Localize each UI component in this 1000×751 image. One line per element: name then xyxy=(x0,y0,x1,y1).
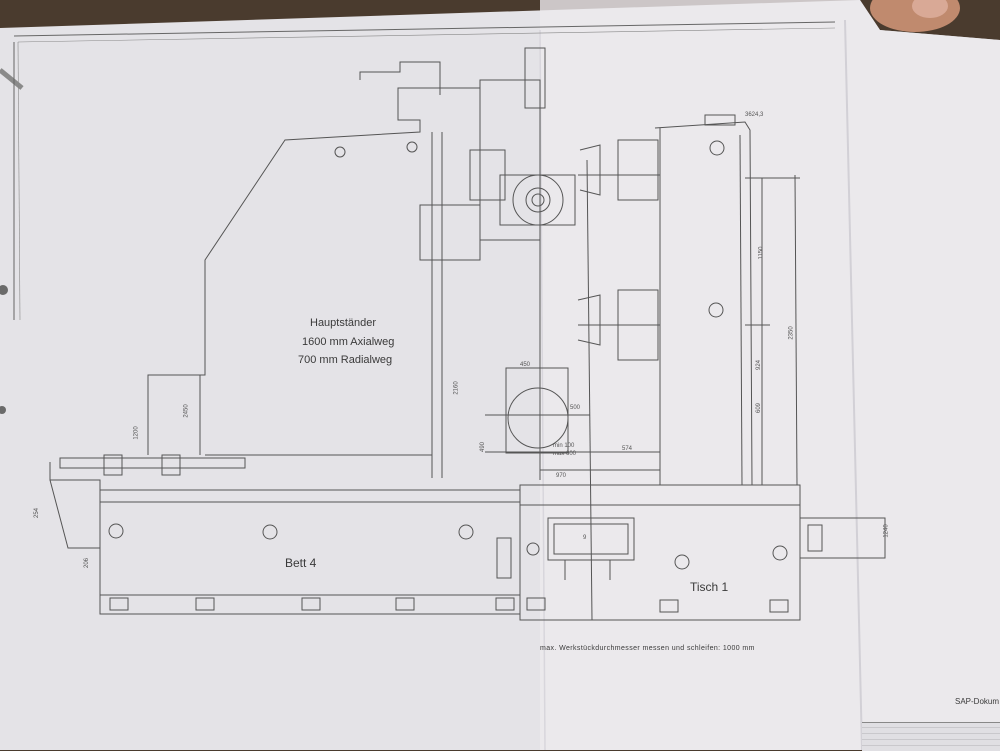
dim-1200: 1200 xyxy=(133,426,140,440)
table-label: Tisch 1 xyxy=(690,580,729,594)
dim-609: 609 xyxy=(756,402,763,414)
dim-2350: 2350 xyxy=(788,326,795,340)
dim-1240: 1240 xyxy=(883,524,890,538)
machine-drawing xyxy=(49,47,886,621)
bed-label: Bett 4 xyxy=(285,556,317,570)
dim-206: 206 xyxy=(84,557,91,569)
main-column-radial: 700 mm Radialweg xyxy=(298,354,393,366)
main-column-title: Hauptständer xyxy=(310,317,377,329)
dim-574: 574 xyxy=(622,446,633,452)
dim-9: 9 xyxy=(583,535,587,541)
dim-2160: 2160 xyxy=(453,381,460,395)
dim-450: 450 xyxy=(520,362,531,368)
dim-2450: 2450 xyxy=(183,404,190,418)
dim-max: max 600 xyxy=(553,451,577,457)
dim-970: 970 xyxy=(556,473,567,479)
dim-top-right: 3624,3 xyxy=(745,112,764,118)
dim-1150: 1150 xyxy=(758,246,765,260)
workpiece-note: max. Werkstückdurchmesser messen und sch… xyxy=(540,645,755,652)
sap-corner-text: SAP-Dokum xyxy=(955,697,1000,706)
dim-490: 490 xyxy=(480,441,487,453)
main-column-axial: 1600 mm Axialweg xyxy=(302,336,395,348)
dim-254: 254 xyxy=(34,507,41,519)
dim-924: 924 xyxy=(756,359,763,371)
dim-500: 500 xyxy=(570,405,581,411)
dim-min: min 100 xyxy=(553,443,575,449)
title-block xyxy=(862,722,1000,751)
